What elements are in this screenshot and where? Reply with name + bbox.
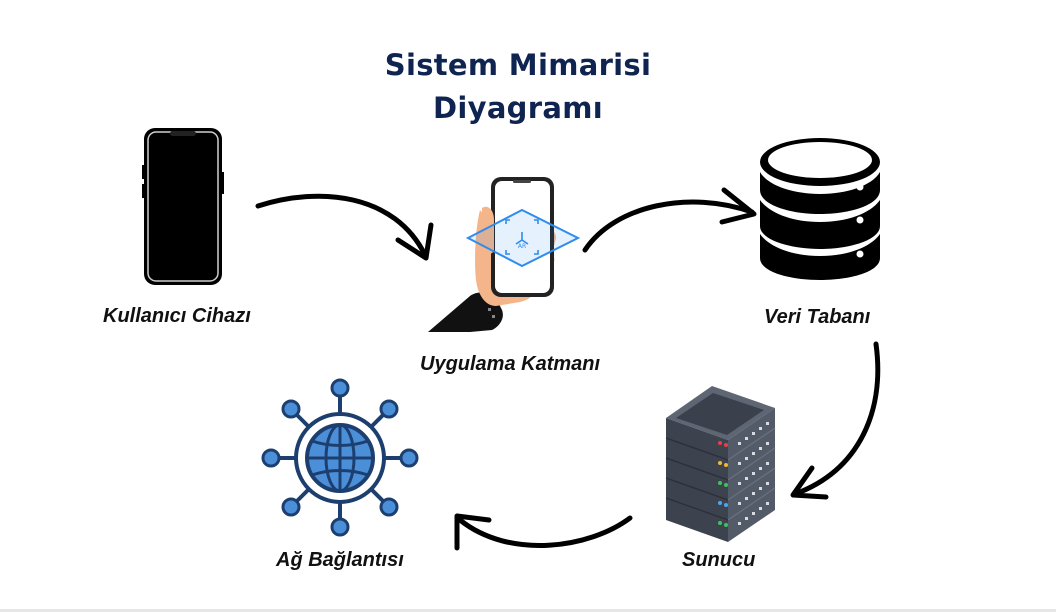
label-server: Sunucu: [682, 549, 756, 571]
server-rack-icon: [665, 386, 776, 542]
database-icon: [760, 138, 880, 280]
arrowhead-db-to-server: [790, 465, 829, 500]
title-line-1: Sistem Mimarisi: [384, 48, 652, 82]
smartphone-icon: [142, 128, 224, 285]
label-network: Ağ Bağlantısı: [276, 549, 404, 571]
ar-phone-in-hand-icon: AR: [428, 177, 581, 332]
title-line-2: Diyagramı: [433, 91, 603, 125]
arrow-app-to-db: [582, 199, 755, 253]
arrowhead-app-to-db: [719, 187, 757, 225]
label-app-layer: Uygulama Katmanı: [420, 353, 601, 375]
arrowhead-device-to-app: [395, 222, 434, 261]
arrow-db-to-server: [792, 341, 881, 497]
label-database: Veri Tabanı: [764, 306, 871, 328]
arrow-device-to-app: [255, 193, 428, 258]
arrowhead-server-to-network: [454, 513, 492, 551]
ar-badge-text: AR: [518, 243, 526, 250]
label-device: Kullanıcı Cihazı: [103, 305, 251, 327]
globe-network-icon: [261, 378, 419, 537]
bottom-divider: [0, 609, 1056, 612]
diagram-title: Sistem Mimarisi Diyagramı: [318, 44, 718, 130]
arrow-server-to-network: [457, 515, 633, 548]
